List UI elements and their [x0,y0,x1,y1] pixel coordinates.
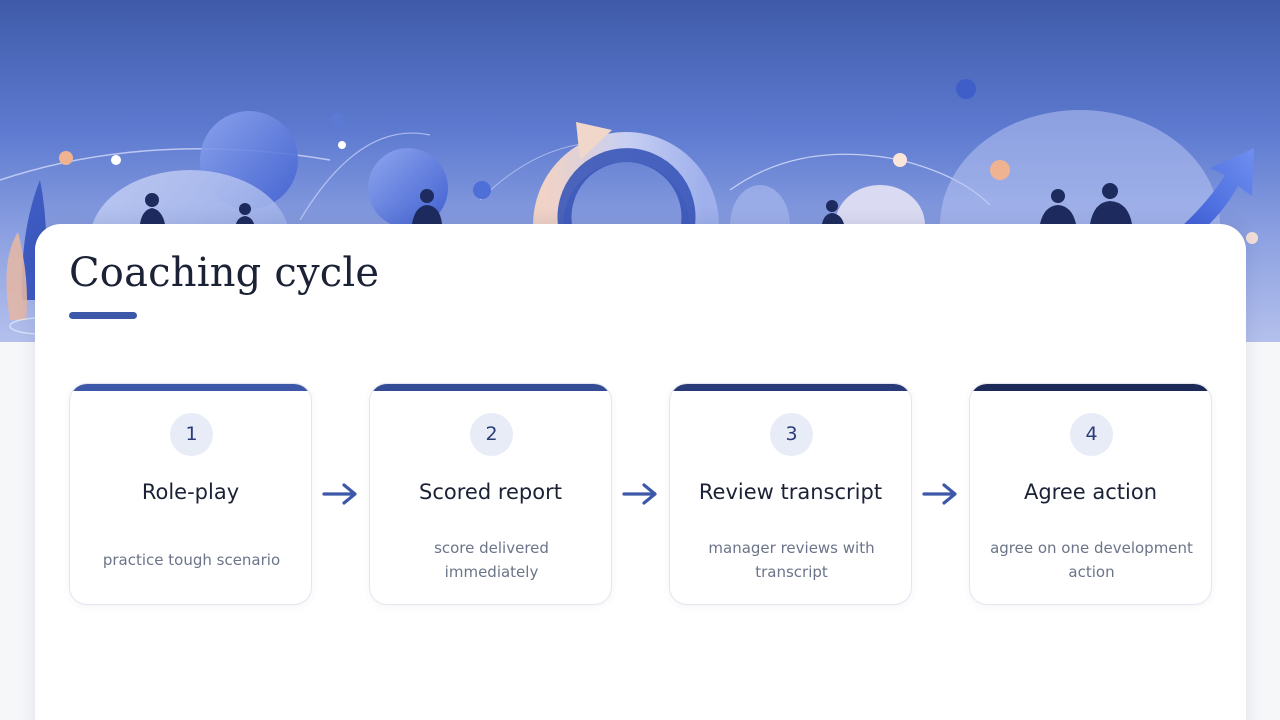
title-underline [69,312,137,319]
step-label: Agree action [1023,480,1158,504]
arrow-right-icon [322,483,357,505]
arrow-right-icon [622,483,657,505]
step-label: Review transcript [698,480,883,504]
step-card-1: 1 Role-play practice tough scenario [69,383,312,605]
arrow-right-icon [922,483,957,505]
step-accent-bar [670,384,911,391]
step-description: practice tough scenario [102,551,281,569]
step-number-badge: 1 [170,413,213,456]
step-accent-bar [970,384,1211,391]
step-accent-bar [370,384,611,391]
step-card-4: 4 Agree action agree on one development … [969,383,1212,605]
step-description: score delivered immediately [434,539,549,581]
step-card-3: 3 Review transcript manager reviews with… [669,383,912,605]
step-accent-bar [70,384,311,391]
step-description: agree on one development action [990,539,1193,581]
step-number-badge: 2 [470,413,513,456]
step-description: manager reviews with transcript [708,539,875,581]
step-label: Scored report [419,480,562,504]
step-number-badge: 3 [770,413,813,456]
step-card-2: 2 Scored report score delivered immediat… [369,383,612,605]
step-label: Role-play [141,480,240,504]
page-title: Coaching cycle [69,250,380,296]
step-number-badge: 4 [1070,413,1113,456]
